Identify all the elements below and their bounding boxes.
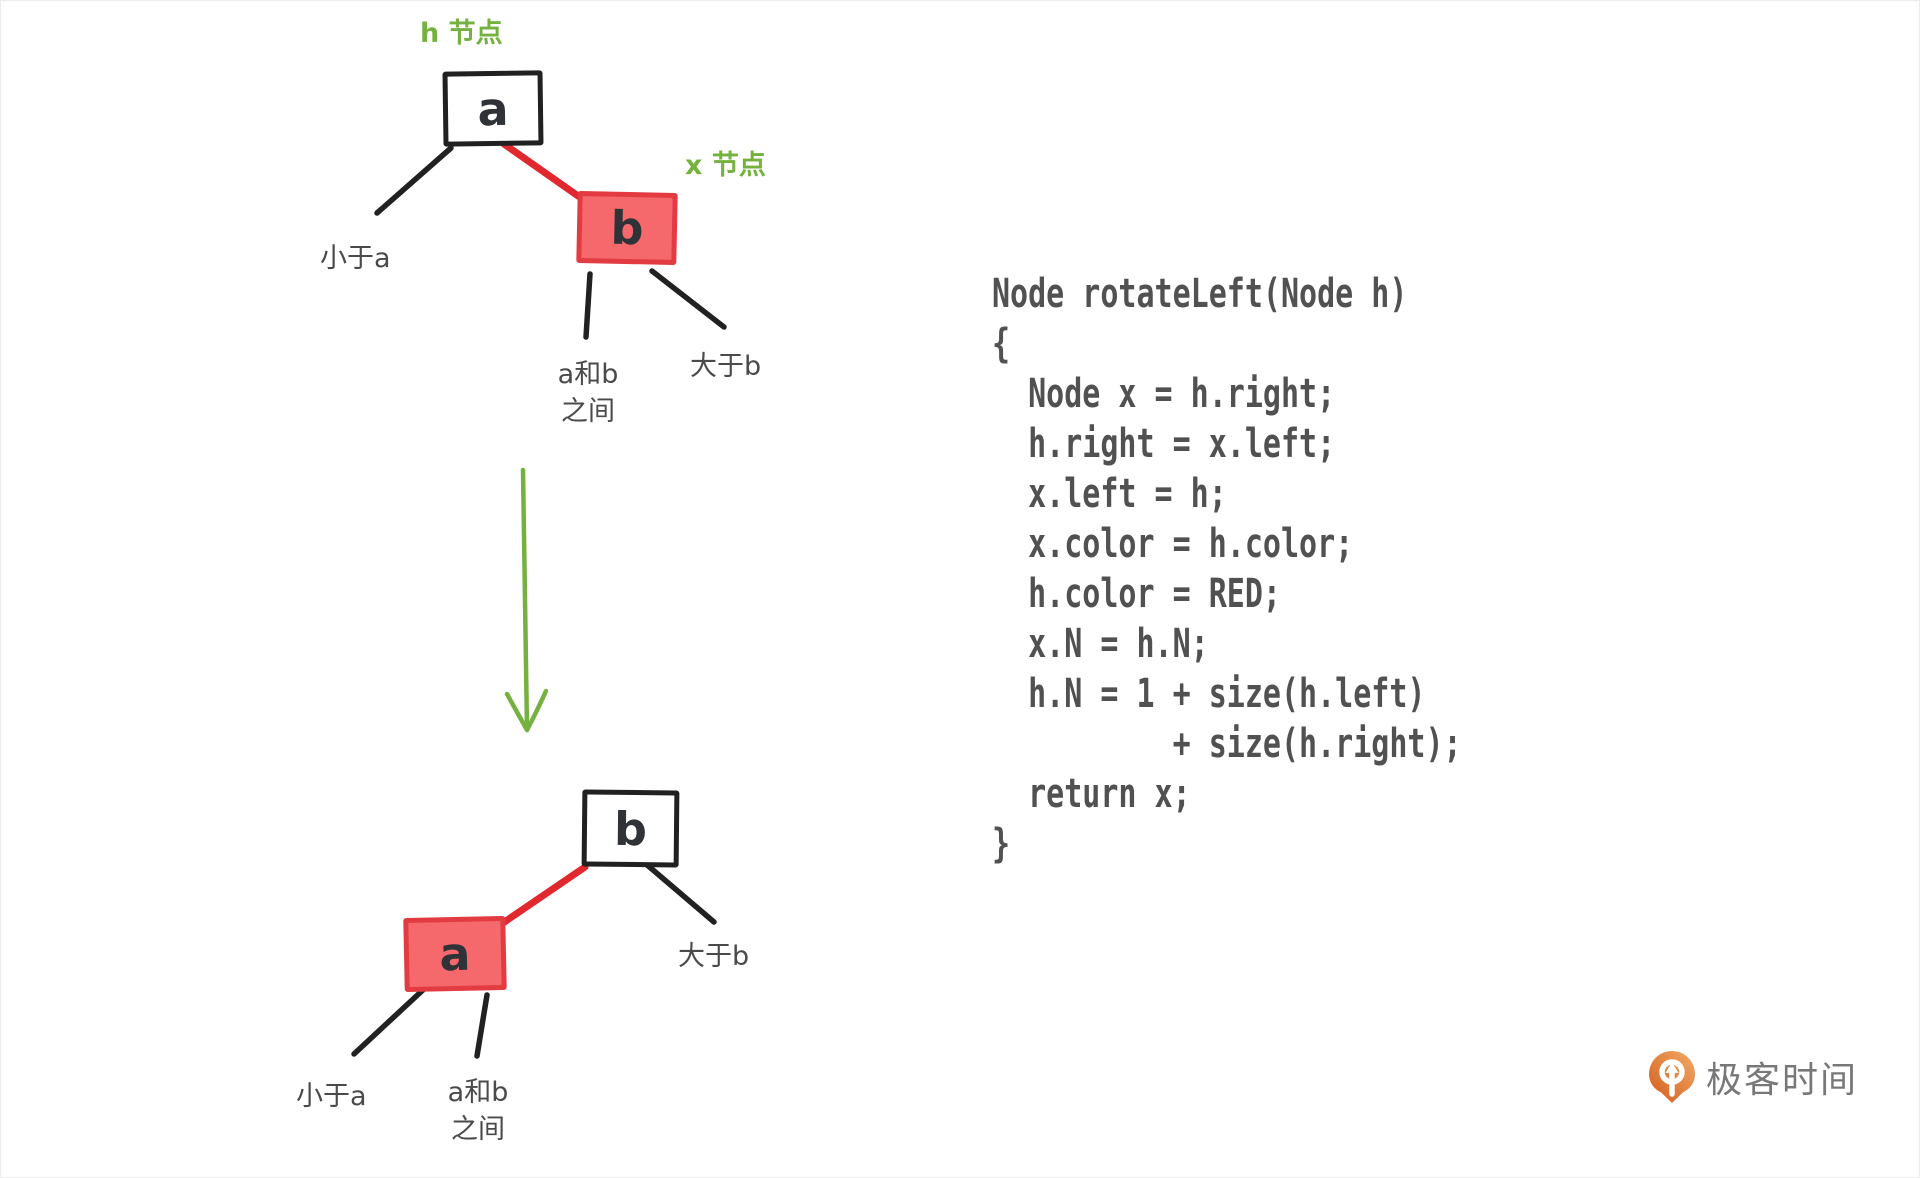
node-b-after-letter: b [613, 801, 648, 856]
node-b-before: b [576, 190, 678, 266]
edge-b-to-between-before [583, 271, 593, 340]
down-arrow-icon [504, 467, 549, 733]
h-node-label: h 节点 [420, 18, 503, 49]
x-node-label: x 节点 [685, 150, 766, 181]
edge-a-to-less-after [351, 986, 427, 1057]
geek-time-pin-icon [1649, 1051, 1695, 1103]
logo: 极客时间 [1648, 1050, 1858, 1104]
edge-a-to-less-before [374, 145, 454, 216]
down-arrow-left-wing [504, 691, 530, 733]
node-b-before-letter: b [609, 200, 645, 256]
logo-text: 极客时间 [1706, 1060, 1859, 1101]
node-a-after-letter: a [438, 926, 472, 982]
edge-b-to-greater-before [649, 268, 727, 330]
edge-b-to-a-red-after [496, 863, 589, 929]
code-block: Node rotateLeft(Node h) { Node x = h.rig… [992, 271, 1462, 867]
label-less-than-a-after: 小于a [296, 1081, 367, 1112]
node-a-after: a [403, 915, 507, 993]
node-b-after: b [581, 789, 680, 868]
node-a-before: a [442, 70, 544, 147]
node-a-before-letter: a [477, 81, 509, 136]
edge-a-to-between-after [474, 992, 490, 1059]
down-arrow-shaft [520, 467, 530, 732]
label-between-a-b-after: a和b 之间 [447, 1077, 509, 1145]
down-arrow-right-wing [524, 688, 549, 733]
label-between-a-b-before: a和b 之间 [557, 359, 619, 427]
edge-a-to-b-red-before [500, 140, 585, 202]
edge-b-to-greater-after [643, 861, 717, 925]
label-greater-than-b-before: 大于b [690, 351, 762, 382]
label-greater-than-b-after: 大于b [678, 941, 750, 972]
label-less-than-a-before: 小于a [320, 243, 391, 274]
